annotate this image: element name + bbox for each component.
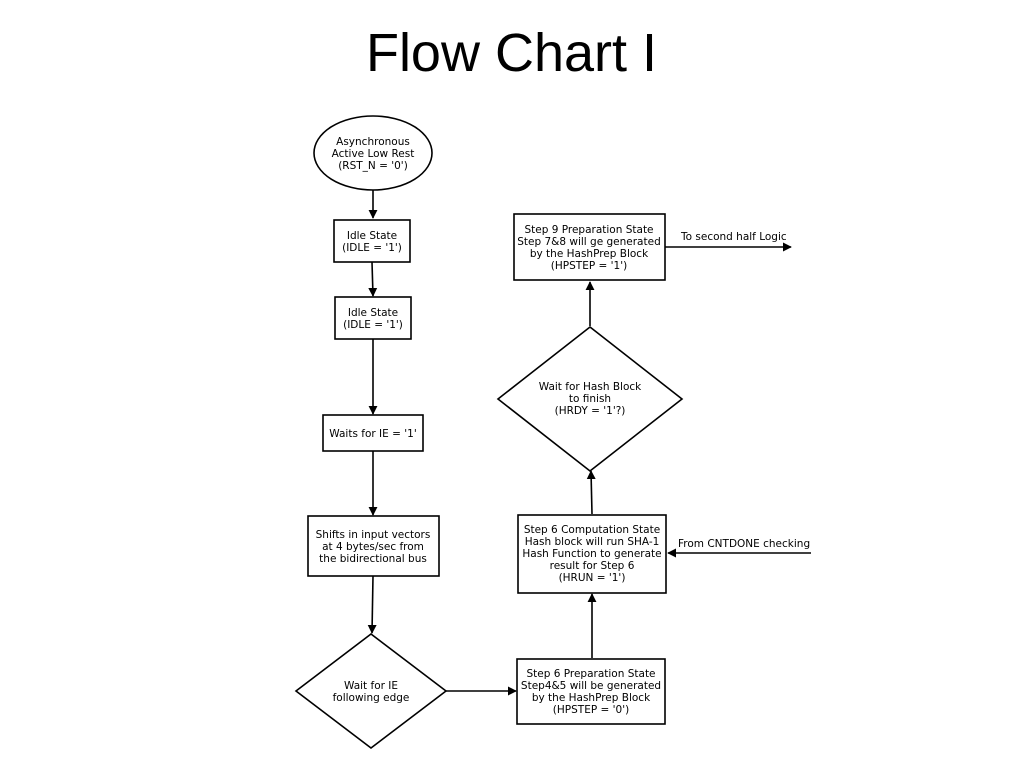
node-label-line: (IDLE = '1') <box>343 319 403 331</box>
node-label-line: following edge <box>333 692 410 704</box>
node-wait-hash-shape <box>496 325 684 473</box>
node-wait-ie-label: Waits for IE = '1' <box>329 428 416 440</box>
node-label-line: result for Step 6 <box>550 560 635 572</box>
node-label-line: Step 7&8 will ge generated <box>517 236 661 248</box>
node-idle1-shape <box>333 219 411 263</box>
node-label-line: Step 6 Computation State <box>524 524 660 536</box>
node-idle1-label: Idle State(IDLE = '1') <box>342 230 402 254</box>
node-idle2-label: Idle State(IDLE = '1') <box>343 307 403 331</box>
node-label-line: at 4 bytes/sec from <box>322 541 424 553</box>
page-title: Flow Chart I <box>365 23 658 83</box>
node-label-line: (HPSTEP = '0') <box>553 704 629 716</box>
node-label-line: Idle State <box>347 230 397 242</box>
node-prep6-shape <box>516 658 666 725</box>
node-shift-shape <box>307 515 440 577</box>
node-label-line: Hash block will run SHA-1 <box>525 536 660 548</box>
node-wait-ie-shape <box>322 414 424 452</box>
node-label-line: (IDLE = '1') <box>342 242 402 254</box>
node-label-line: Step 9 Preparation State <box>524 224 653 236</box>
edge-shift-to-wait-edge <box>367 575 377 634</box>
node-label-line: Waits for IE = '1' <box>329 428 416 440</box>
node-label-line: Shifts in input vectors <box>316 529 431 541</box>
node-label-line: Idle State <box>348 307 398 319</box>
node-label-line: Step 6 Preparation State <box>526 668 655 680</box>
edge-label-from-cntdone: From CNTDONE checking <box>678 538 810 550</box>
node-label-line: Wait for Hash Block <box>539 381 642 393</box>
node-label-line: Asynchronous <box>336 136 410 148</box>
node-prep9-shape <box>513 213 666 281</box>
node-label-line: (HRDY = '1'?) <box>555 405 626 417</box>
node-label-line: (RST_N = '0') <box>338 160 408 172</box>
node-label-line: by the HashPrep Block <box>530 248 649 260</box>
node-wait-edge-shape <box>294 632 448 750</box>
node-label-line: (HPSTEP = '1') <box>551 260 627 272</box>
edge-comp6-to-wait-hash <box>586 470 596 515</box>
node-label-line: (HRUN = '1') <box>559 572 626 584</box>
node-label-line: Active Low Rest <box>332 148 415 160</box>
node-label-line: by the HashPrep Block <box>532 692 651 704</box>
edge-label-to-second-half: To second half Logic <box>680 231 787 243</box>
node-reset-shape <box>313 115 433 191</box>
node-comp6-shape <box>517 514 667 594</box>
node-label-line: the bidirectional bus <box>319 553 427 565</box>
node-idle2-shape <box>334 296 412 340</box>
node-label-line: Step4&5 will be generated <box>521 680 661 692</box>
edge-idle1-to-idle2 <box>368 261 378 297</box>
node-label-line: Hash Function to generate <box>522 548 661 560</box>
node-label-line: to finish <box>569 393 611 405</box>
node-label-line: Wait for IE <box>344 680 398 692</box>
